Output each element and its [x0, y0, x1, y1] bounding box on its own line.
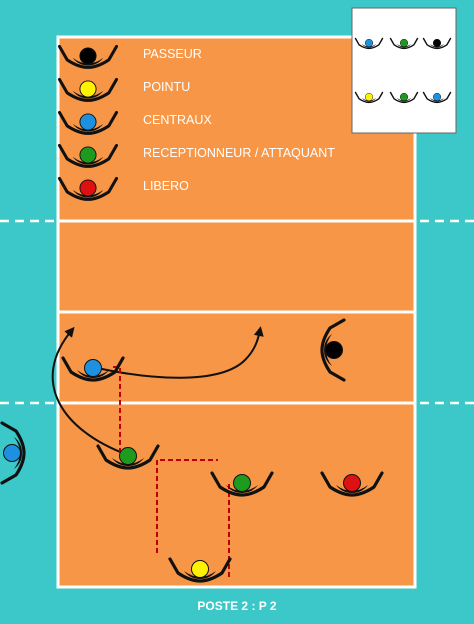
mini-rotation-players	[354, 37, 452, 104]
legend-pointu-icon	[57, 77, 119, 102]
passeur-marker	[79, 47, 97, 65]
court-player-passeur-0	[320, 318, 346, 382]
mini-centraux-1-2	[422, 91, 452, 104]
libero-marker	[79, 179, 97, 197]
legend-label-pointu: POINTU	[143, 80, 190, 94]
run-path-outside-approach	[51, 326, 129, 456]
court-player-pointu-6	[168, 557, 232, 583]
centraux-marker	[3, 444, 21, 462]
move-path-1	[113, 366, 121, 455]
court-player-receptionneur-3	[96, 444, 160, 470]
legend-libero-icon	[57, 176, 119, 201]
court-player-centraux-2	[0, 421, 26, 485]
pointu-marker	[364, 92, 374, 102]
diagram-caption: POSTE 2 : P 2	[197, 599, 276, 613]
court-player-libero-5	[320, 471, 384, 497]
legend-label-centraux: CENTRAUX	[143, 113, 212, 127]
court-players	[0, 318, 384, 583]
centraux-marker	[84, 359, 102, 377]
legend: PASSEUR POINTU CENTRAUX RECEPTIONNEUR / ATT…	[57, 44, 335, 201]
centraux-marker	[79, 113, 97, 131]
mini-pointu-1-0	[354, 91, 384, 104]
receptionneur-marker	[119, 447, 137, 465]
mini-centraux-0-0	[354, 37, 384, 50]
legend-label-passeur: PASSEUR	[143, 47, 202, 61]
court-player-receptionneur-4	[210, 471, 274, 497]
court-player-centraux-1	[61, 356, 125, 382]
mini-rotation-box	[351, 7, 457, 134]
mini-receptionneur-0-1	[389, 37, 419, 50]
legend-label-receptionneur: RECEPTIONNEUR / ATTAQUANT	[143, 146, 335, 160]
receptionneur-marker	[79, 146, 97, 164]
centraux-marker	[432, 92, 442, 102]
legend-passeur-icon	[57, 44, 119, 69]
legend-receptionneur-icon	[57, 143, 119, 168]
run-path-setter-approach	[92, 326, 264, 379]
pointu-marker	[79, 80, 97, 98]
centraux-marker	[364, 38, 374, 48]
passeur-marker	[325, 341, 343, 359]
receptionneur-marker	[399, 38, 409, 48]
libero-marker	[343, 474, 361, 492]
pointu-marker	[191, 560, 209, 578]
mini-receptionneur-1-1	[389, 91, 419, 104]
receptionneur-marker	[233, 474, 251, 492]
receptionneur-marker	[399, 92, 409, 102]
legend-centraux-icon	[57, 110, 119, 135]
passeur-marker	[432, 38, 442, 48]
legend-label-libero: LIBERO	[143, 179, 189, 193]
move-path-2	[156, 459, 218, 553]
mini-passeur-0-2	[422, 37, 452, 50]
